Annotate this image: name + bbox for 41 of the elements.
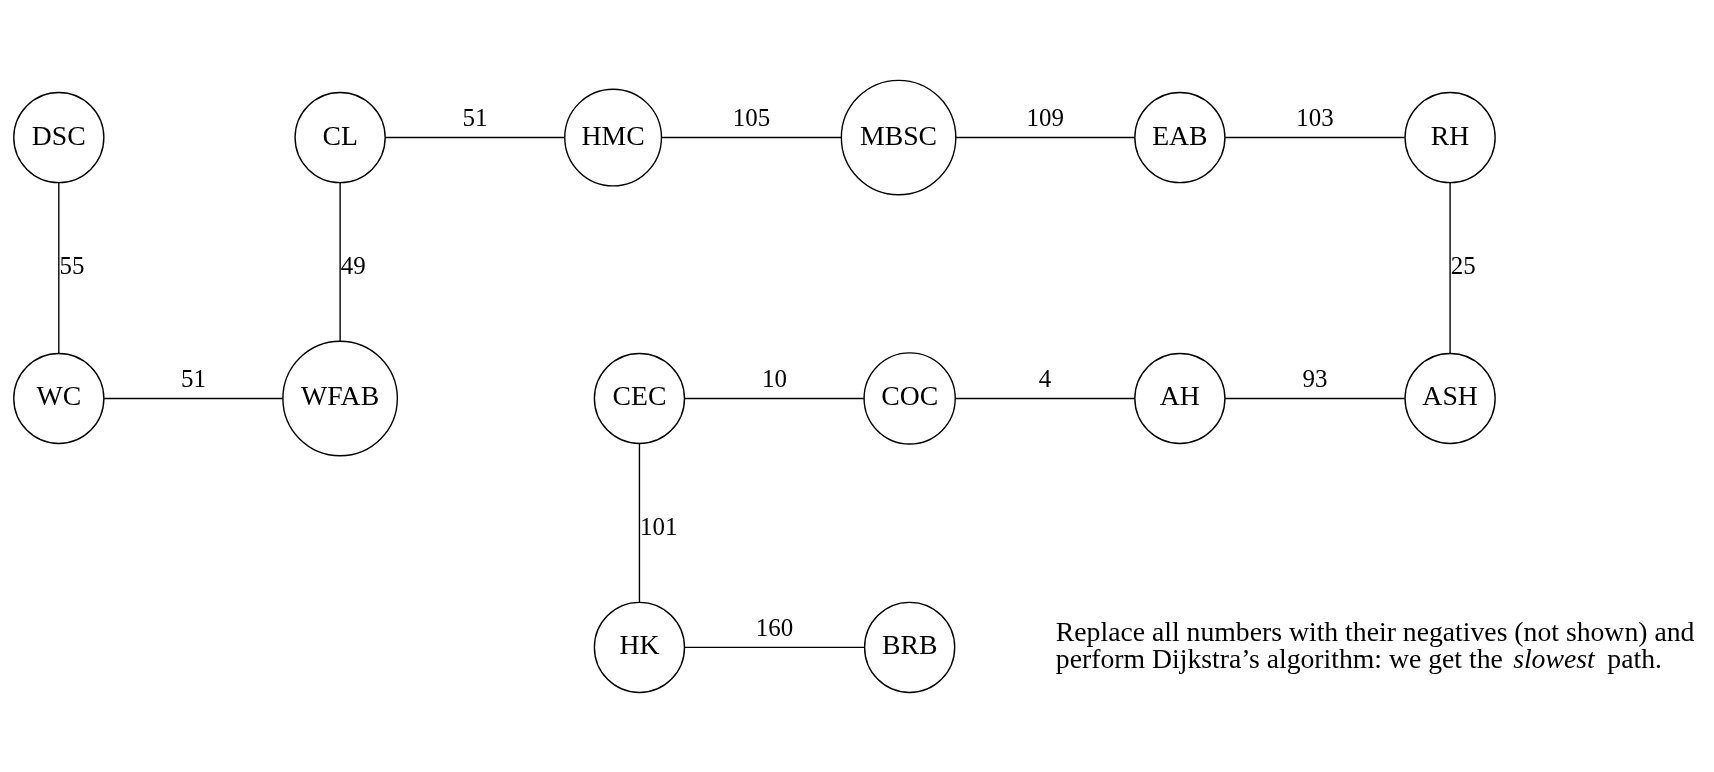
node-circle: WC [13, 352, 105, 444]
connector [58, 181, 60, 354]
edge-label: 109 [1026, 103, 1064, 131]
connector [660, 136, 843, 138]
connector [1224, 136, 1406, 138]
node-circle: DSC [13, 91, 105, 183]
node-circle: CL [294, 91, 386, 183]
node-circle: BRB [863, 601, 956, 693]
node-circle: AH [1134, 352, 1226, 444]
node-circle: EAB [1134, 91, 1226, 183]
connector [1449, 181, 1451, 354]
edge-label: 25 [1450, 251, 1476, 279]
edge-label: 105 [732, 103, 771, 131]
node-circle: RH [1404, 91, 1496, 183]
edge-label: 93 [1302, 364, 1328, 392]
label: Replace all numbers with their negatives (not shown) and perform Dijkstra’s algorithm: we get the slowest path. [1055, 614, 1695, 674]
edge-label: 101 [640, 512, 678, 540]
connector [1224, 397, 1406, 399]
node-circle: WFAB [282, 340, 399, 456]
connector [683, 397, 865, 399]
connector [683, 646, 865, 648]
node-circle: CEC [593, 352, 686, 444]
node-circle: COC [863, 351, 956, 445]
edge-label: 55 [59, 251, 85, 279]
edge-label: 4 [1038, 364, 1052, 392]
edge-label: 103 [1296, 103, 1334, 131]
connector [638, 442, 641, 603]
connector [955, 136, 1136, 138]
node-circle: ASH [1404, 352, 1496, 444]
node-circle: MBSC [840, 79, 957, 195]
edge-label: 51 [181, 364, 206, 392]
connector [384, 136, 565, 138]
edge-label: 49 [340, 251, 366, 279]
node-circle: HK [593, 601, 686, 693]
edge-label: 51 [462, 103, 488, 131]
edge-label: 10 [761, 364, 787, 392]
edge-label: 160 [755, 613, 794, 640]
node-circle: HMC [564, 88, 663, 187]
connector [339, 181, 341, 342]
connector [103, 397, 284, 399]
connector [954, 397, 1136, 399]
